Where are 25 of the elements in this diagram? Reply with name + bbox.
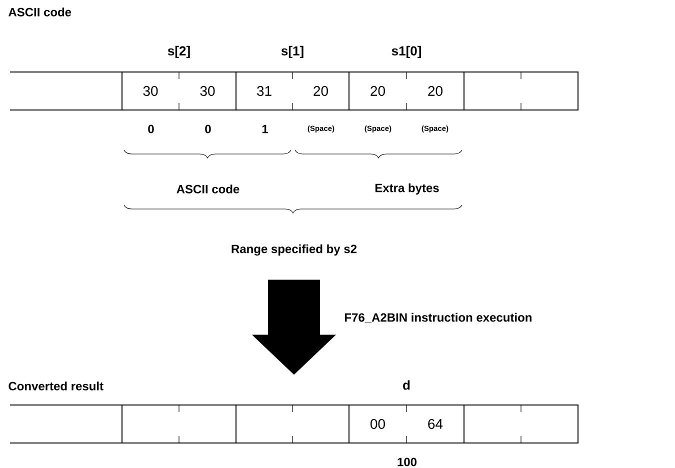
converted-value: 100	[398, 458, 417, 466]
register-cell	[236, 404, 350, 444]
edge-label: F76_A2BIN instruction execution	[343, 312, 534, 324]
register-cell	[10, 404, 122, 444]
byte-value: 0	[205, 124, 211, 134]
byte-value: 1	[262, 124, 268, 134]
brace-label: Range specified by s2	[232, 244, 357, 256]
register-cell: s1[0] 20 20	[348, 46, 464, 110]
brace-label: ASCII code	[176, 184, 240, 194]
brace-label: Extra bytes	[375, 183, 439, 195]
node-label: ASCII code	[8, 8, 72, 16]
register-cell	[464, 404, 578, 444]
register-cell: d 00 64	[348, 380, 464, 444]
node-label: d	[403, 380, 410, 390]
register-cell	[10, 72, 122, 110]
block-arrow	[252, 280, 336, 375]
node-label: s[1]	[281, 46, 304, 58]
node-label: s[2]	[168, 46, 190, 58]
register-cell	[464, 72, 578, 110]
register-cell: s[2] 30 30	[122, 46, 236, 110]
node-label: s1[0]	[392, 46, 421, 58]
byte-value: 0	[148, 124, 154, 134]
register-cell	[122, 404, 236, 444]
node-label: Converted result	[8, 382, 104, 390]
register-cell: s[1] 31 20	[236, 46, 350, 110]
